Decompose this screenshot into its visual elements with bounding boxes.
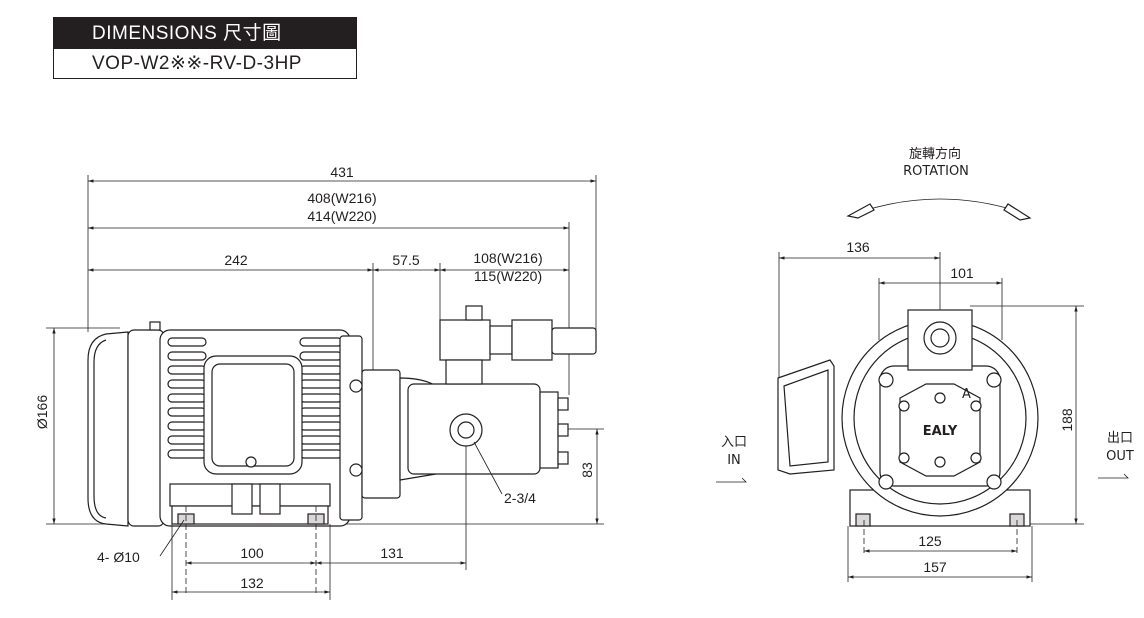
rotation-label-en: ROTATION xyxy=(903,164,969,179)
length-w216-label: 408(W216) xyxy=(307,190,376,206)
outlet-label-cn: 出口 xyxy=(1107,431,1133,446)
base-hole-pitch-label: 100 xyxy=(240,545,264,561)
shaft-height-label: 83 xyxy=(579,462,595,478)
base-width-front-label: 157 xyxy=(923,559,947,575)
overall-length-label: 431 xyxy=(330,164,354,180)
height-188-label: 188 xyxy=(1059,408,1075,432)
width-101-label: 101 xyxy=(950,265,974,281)
title-box: DIMENSIONS 尺寸圖 VOP-W2※※-RV-D-3HP xyxy=(53,17,357,79)
pump-length-w216-label: 108(W216) xyxy=(473,250,542,266)
inlet-label-cn: 入口 xyxy=(721,435,747,450)
inlet-label-en: IN xyxy=(727,453,741,468)
front-view: 旋轉方向 ROTATION 136 101 188 125 157 入口 IN … xyxy=(716,146,1134,582)
title-heading: DIMENSIONS 尺寸圖 xyxy=(54,18,356,49)
motor-diameter-label: Ø166 xyxy=(34,395,50,429)
length-w220-label: 414(W220) xyxy=(307,208,376,224)
mount-holes-label: 4- Ø10 xyxy=(97,549,140,565)
port-size-label: 2-3/4 xyxy=(504,490,536,506)
width-136-label: 136 xyxy=(846,239,870,255)
side-view: 431 408(W216) 414(W220) 242 57.5 108(W21… xyxy=(34,164,604,600)
rotation-label-cn: 旋轉方向 xyxy=(909,146,961,162)
base-hole-pitch-front-label: 125 xyxy=(918,533,942,549)
motor-length-label: 242 xyxy=(224,252,248,268)
model-number: VOP-W2※※-RV-D-3HP xyxy=(92,53,302,74)
mark-a: A xyxy=(962,387,971,402)
hole-to-port-label: 131 xyxy=(380,545,404,561)
coupling-length-label: 57.5 xyxy=(392,252,419,268)
pump-length-w220-label: 115(W220) xyxy=(474,268,542,284)
outlet-label-en: OUT xyxy=(1106,449,1134,464)
brand-plate: EALY xyxy=(923,424,958,439)
base-width-label: 132 xyxy=(240,575,264,591)
